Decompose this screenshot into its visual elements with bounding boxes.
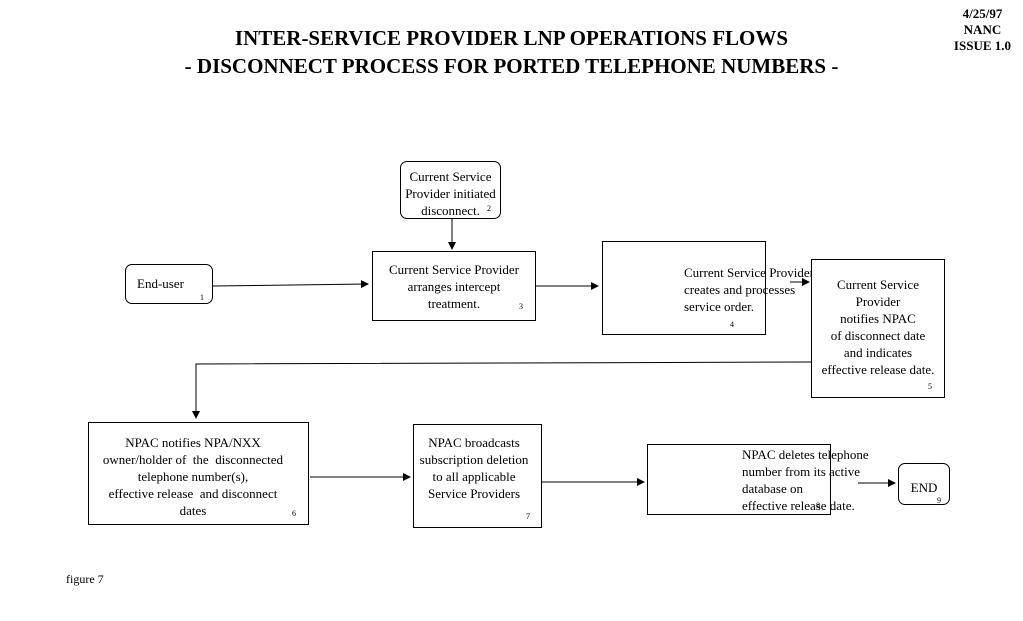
node-end-user-text: End-user bbox=[137, 276, 184, 291]
document-org: NANC bbox=[963, 22, 1002, 37]
node-notify-owner-number: 6 bbox=[292, 509, 296, 518]
node-disconnect-initiated-text: Current Service Provider initiated disco… bbox=[405, 169, 496, 218]
node-end-number: 9 bbox=[937, 496, 941, 505]
node-delete-number-number: 8 bbox=[816, 501, 820, 510]
node-delete-number bbox=[647, 444, 831, 515]
document-date: 4/25/97 bbox=[962, 6, 1003, 21]
node-end bbox=[898, 463, 950, 505]
page-subtitle: - DISCONNECT PROCESS FOR PORTED TELEPHON… bbox=[184, 54, 839, 78]
node-service-order-text: Current Service Provider creates and pro… bbox=[684, 265, 814, 314]
node-service-order-number: 4 bbox=[730, 320, 734, 329]
node-end-user bbox=[125, 264, 213, 304]
document-info: 4/25/97 NANC ISSUE 1.0 bbox=[954, 6, 1011, 54]
node-intercept-treatment-number: 3 bbox=[519, 302, 523, 311]
node-notify-npac-number: 5 bbox=[928, 382, 932, 391]
node-intercept-treatment-text: Current Service Provider arranges interc… bbox=[389, 262, 519, 311]
node-broadcast-deletion bbox=[413, 424, 542, 528]
node-delete-number-text: NPAC deletes telephone number from its a… bbox=[742, 447, 869, 513]
node-end-text: END bbox=[910, 480, 938, 495]
node-service-order bbox=[602, 241, 766, 335]
node-notify-npac-text: Current Service Provider notifies NPAC o… bbox=[821, 277, 935, 377]
figure-caption: figure 7 bbox=[66, 572, 104, 586]
node-disconnect-initiated-number: 2 bbox=[487, 204, 491, 213]
node-notify-npac bbox=[811, 259, 945, 398]
node-broadcast-deletion-number: 7 bbox=[526, 512, 530, 521]
node-intercept-treatment bbox=[372, 251, 536, 321]
document-issue: ISSUE 1.0 bbox=[953, 38, 1011, 53]
edge-n5-n6 bbox=[192, 361, 812, 419]
node-notify-owner bbox=[88, 422, 309, 525]
node-broadcast-deletion-text: NPAC broadcasts subscription deletion to… bbox=[419, 435, 529, 501]
node-end-user-number: 1 bbox=[200, 293, 204, 302]
node-disconnect-initiated bbox=[400, 161, 501, 219]
page-title: INTER-SERVICE PROVIDER LNP OPERATIONS FL… bbox=[234, 26, 789, 50]
edge-n1-n3 bbox=[211, 280, 369, 289]
node-notify-owner-text: NPAC notifies NPA/NXX owner/holder of th… bbox=[102, 435, 284, 518]
